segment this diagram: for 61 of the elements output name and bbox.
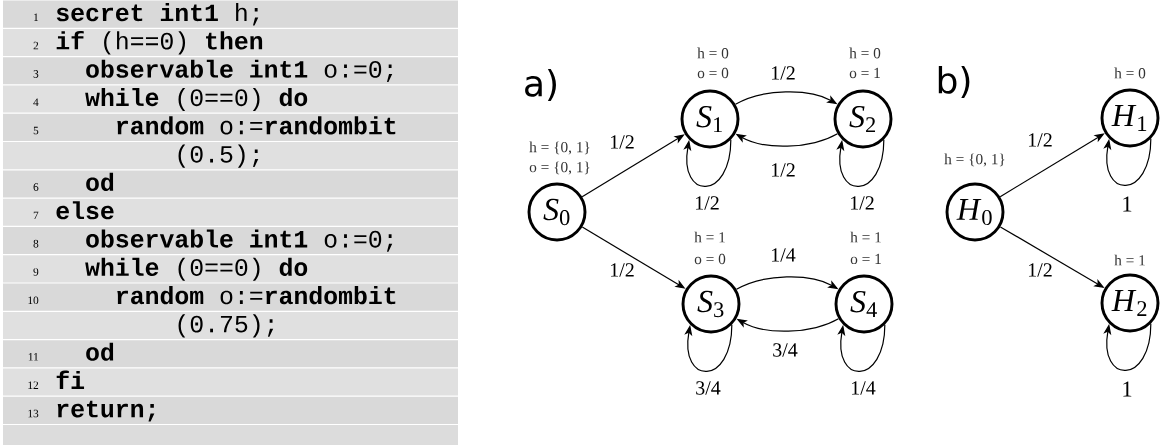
line-number: 10 — [28, 296, 39, 305]
line-number: 8 — [33, 239, 39, 248]
code-line: random o:=randombit (0.5); — [117, 116, 396, 168]
edge-label: 3/4 — [770, 341, 800, 359]
arrow — [836, 139, 885, 187]
code-line: secret int1 h; — [56, 3, 259, 26]
arrow — [684, 324, 733, 372]
arrow — [1103, 138, 1152, 186]
code-line: else — [56, 201, 114, 220]
code-line: while (0==0) do — [85, 87, 308, 112]
edge-label: 1/4 — [848, 379, 878, 396]
edge-label: 3/4 — [693, 379, 723, 397]
state-annotation: o = 1 — [850, 253, 881, 265]
state-annotation: h = {0, 1} — [529, 141, 590, 155]
code-line: while (0==0) do — [85, 257, 308, 281]
state-annotation: h = {0, 1} — [944, 153, 1005, 167]
state-annotation: o = 0 — [697, 67, 729, 79]
state-annotation: o = {0, 1} — [529, 161, 590, 175]
edge-label: 1/2 — [607, 133, 637, 151]
code-line: observable int1 o:=0; — [86, 59, 393, 82]
state-annotation: h = 0 — [1114, 67, 1146, 79]
line-number: 4 — [33, 98, 39, 106]
edge-label: 1/2 — [847, 194, 877, 212]
state-annotation: h = 1 — [850, 231, 881, 243]
edge-label: 1/2 — [1025, 261, 1055, 279]
state-annotation: h = 0 — [697, 47, 729, 59]
edge-label: 1 — [1120, 195, 1134, 213]
state-annotation: o = 1 — [849, 67, 880, 79]
edge-label: 1/4 — [768, 246, 798, 263]
arrow — [683, 139, 732, 187]
line-number: 2 — [33, 41, 39, 50]
state-annotation: h = 0 — [849, 47, 881, 59]
edge-label: 1/2 — [768, 64, 798, 82]
edge-label: 1/2 — [607, 261, 637, 279]
edge-label: 1/2 — [768, 161, 798, 179]
state-annotation: o = 0 — [694, 253, 726, 265]
edge-label: 1 — [1120, 380, 1134, 398]
line-number: 7 — [33, 211, 39, 220]
code-line: random o:=randombit (0.75); — [117, 286, 396, 338]
arrow — [1103, 323, 1152, 371]
line-number: 3 — [33, 70, 39, 78]
panel-letter: a) — [525, 68, 556, 101]
line-number: 13 — [28, 409, 39, 418]
edge-label: 1/2 — [692, 194, 722, 212]
arrow — [837, 324, 886, 372]
code-line: observable int1 o:=0; — [86, 229, 393, 252]
panel-letter: b) — [938, 65, 970, 99]
line-number: 9 — [33, 268, 39, 276]
code-line: od — [86, 342, 114, 361]
line-number: 5 — [33, 126, 39, 135]
line-number: 1 — [34, 13, 39, 21]
code-line: fi — [56, 370, 85, 389]
line-number: 12 — [28, 381, 39, 389]
edge-label: 1/2 — [1025, 131, 1055, 149]
state-annotation: h = 1 — [694, 231, 725, 243]
code-line: if (h==0) then — [56, 30, 263, 55]
code-line: od — [86, 172, 114, 192]
state-annotation: h = 1 — [1114, 254, 1145, 266]
code-line: return; — [57, 400, 155, 422]
line-number: 6 — [33, 183, 39, 191]
line-number: 11 — [28, 353, 39, 361]
